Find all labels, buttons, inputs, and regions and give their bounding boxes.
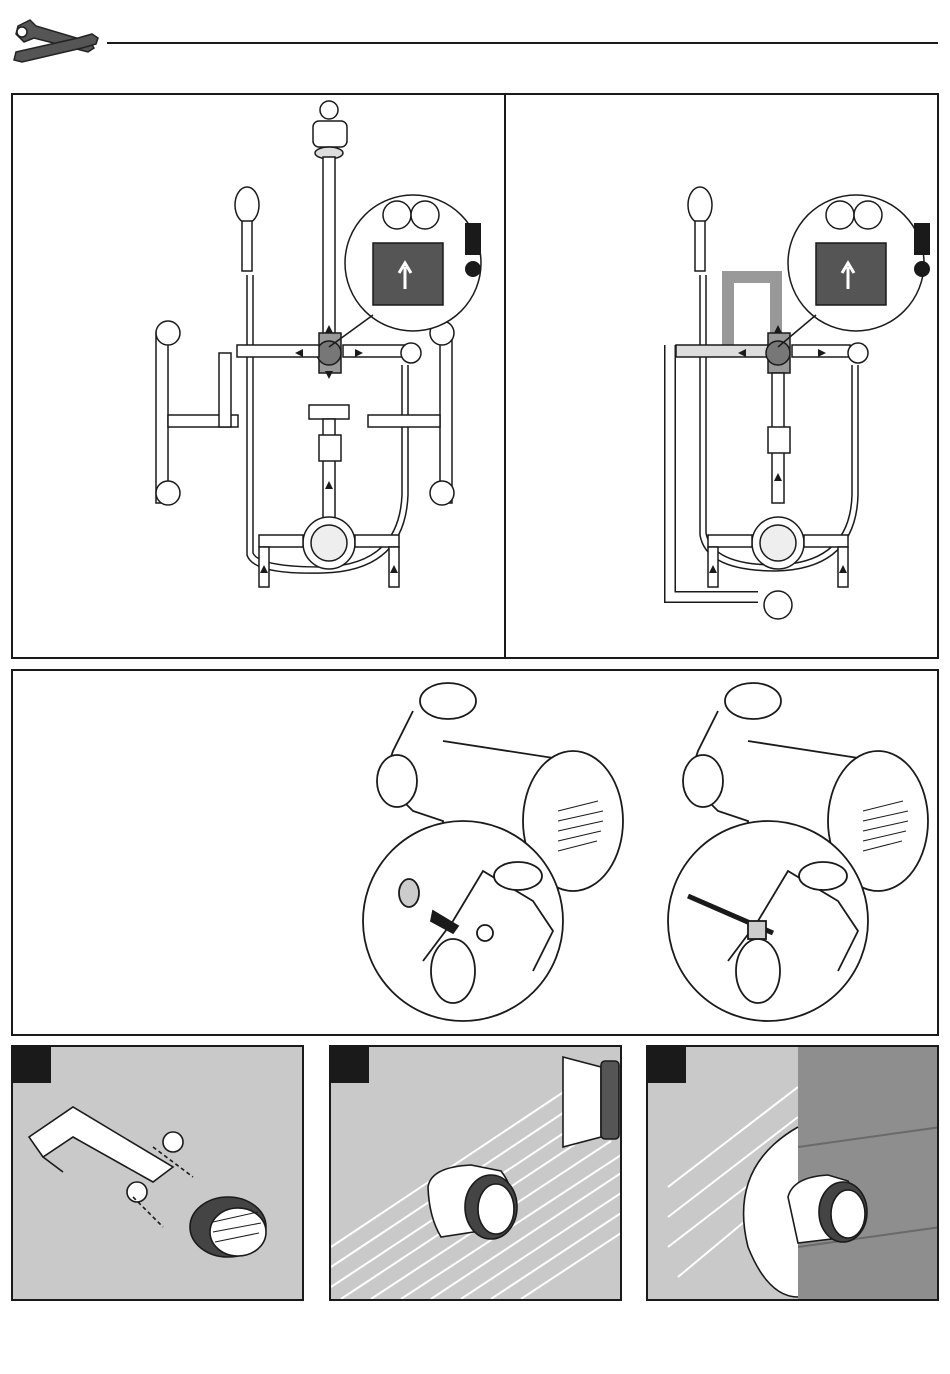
header (0, 0, 950, 80)
tile-adhesive-illustration (331, 1047, 622, 1301)
step-tile-finish (646, 1045, 939, 1301)
exclamation-icon (465, 223, 481, 277)
header-rule (107, 42, 938, 44)
valve-details (13, 671, 939, 1036)
piping-diagram-right (506, 95, 939, 659)
exclamation-icon (914, 223, 930, 277)
step-sealant (11, 1045, 304, 1301)
valve-body-with-plug (363, 683, 623, 1021)
installation-diagram-left (11, 93, 506, 659)
wrench-screwdriver-icon (8, 8, 108, 78)
piping-diagram-left (13, 95, 506, 659)
tile-finish-illustration (648, 1047, 939, 1301)
valve-detail-panel (11, 669, 939, 1036)
step-tile-adhesive (329, 1045, 622, 1301)
valve-body-with-fitting (668, 683, 928, 1021)
sealant-illustration (13, 1047, 304, 1301)
installation-diagram-right (504, 93, 939, 659)
